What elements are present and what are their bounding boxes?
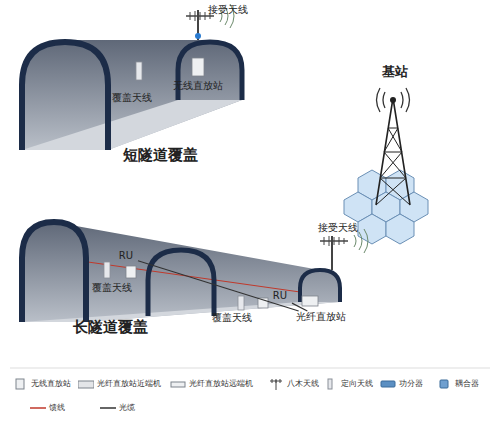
legend-text: 光缆 [119,402,135,414]
legend-icon [436,378,452,390]
part-label: 覆盖天线 [92,282,132,294]
node-text: 基站 [370,64,420,80]
node-text: 长隧道覆盖 [55,318,165,336]
legend-divider [10,368,490,369]
yagi-elements [190,11,210,21]
tunnel-arch [22,222,86,322]
tower [376,98,410,205]
hex-cell [386,214,414,244]
legend-text: 光纤直放站近端机 [97,378,161,390]
coupler-icon [440,380,448,388]
legend-text: 耦合器 [455,378,479,390]
legend-icon [12,378,28,390]
feeder-sample [30,407,46,409]
device-box: 无线直放站 [166,80,230,94]
tunnel-arch [22,42,108,150]
tower-legs [376,98,410,205]
legend-text: 八木天线 [287,378,319,390]
near-unit-icon [78,381,94,388]
device-box: RU [268,290,292,304]
remote-unit [126,266,136,278]
legend-text: 馈线 [49,402,65,414]
tunnel-floor [22,302,338,322]
tunnel-region: 长隧道覆盖 RU RU 光纤直放站 [15,220,355,340]
fiber-cable [138,261,299,311]
splitter-icon [381,381,395,387]
tunnel-wall [22,40,242,150]
base-station: 基站 [370,64,420,84]
fiber-repeater [302,296,318,306]
coverage-antenna [238,296,244,310]
repeater-icon [16,379,24,389]
fiber-cable [292,303,307,311]
legend-icon [380,378,396,390]
connector [195,33,201,39]
legend-icon [268,378,284,390]
tunnel-arch [148,250,214,316]
tower-top [390,97,396,103]
legend-text: 功分器 [399,378,423,390]
yagi-elements [324,236,344,246]
yagi-icon [270,379,282,390]
node-text: 光纤直放站 [290,311,352,323]
legend-icon [30,402,46,414]
coverage-antenna [104,262,110,278]
node-text: 短隧道覆盖 [105,146,215,164]
radio-waves [377,88,410,112]
legend-text: 光纤直放站远端机 [189,378,253,390]
device-box: 光纤直放站 [290,311,352,325]
part-label: 覆盖天线 [212,312,252,324]
node-text: RU [268,290,292,302]
remote-unit [258,298,268,308]
node-text: 无线直放站 [166,80,230,92]
legend-icon [100,402,116,414]
wireless-repeater [192,58,204,76]
legend-text: 定向天线 [341,378,373,390]
part-label: 覆盖天线 [112,92,152,104]
tunnel-arch [178,42,242,100]
coverage-antenna [136,62,142,80]
node-text: RU [114,250,138,262]
cable-sample [100,407,116,409]
legend-icon [170,378,186,390]
tunnel-floor [22,100,242,150]
legend-icon [322,378,338,390]
legend-icon [78,378,94,390]
part-label: 接受天线 [208,4,248,16]
part-label: 接受天线 [318,222,358,234]
tunnel-wall [22,222,340,322]
panel-antenna-icon [328,379,332,389]
tower-bracing [376,128,410,205]
device-box: RU [114,250,138,264]
remote-unit-icon [171,382,185,387]
legend-text: 无线直放站 [31,378,71,390]
